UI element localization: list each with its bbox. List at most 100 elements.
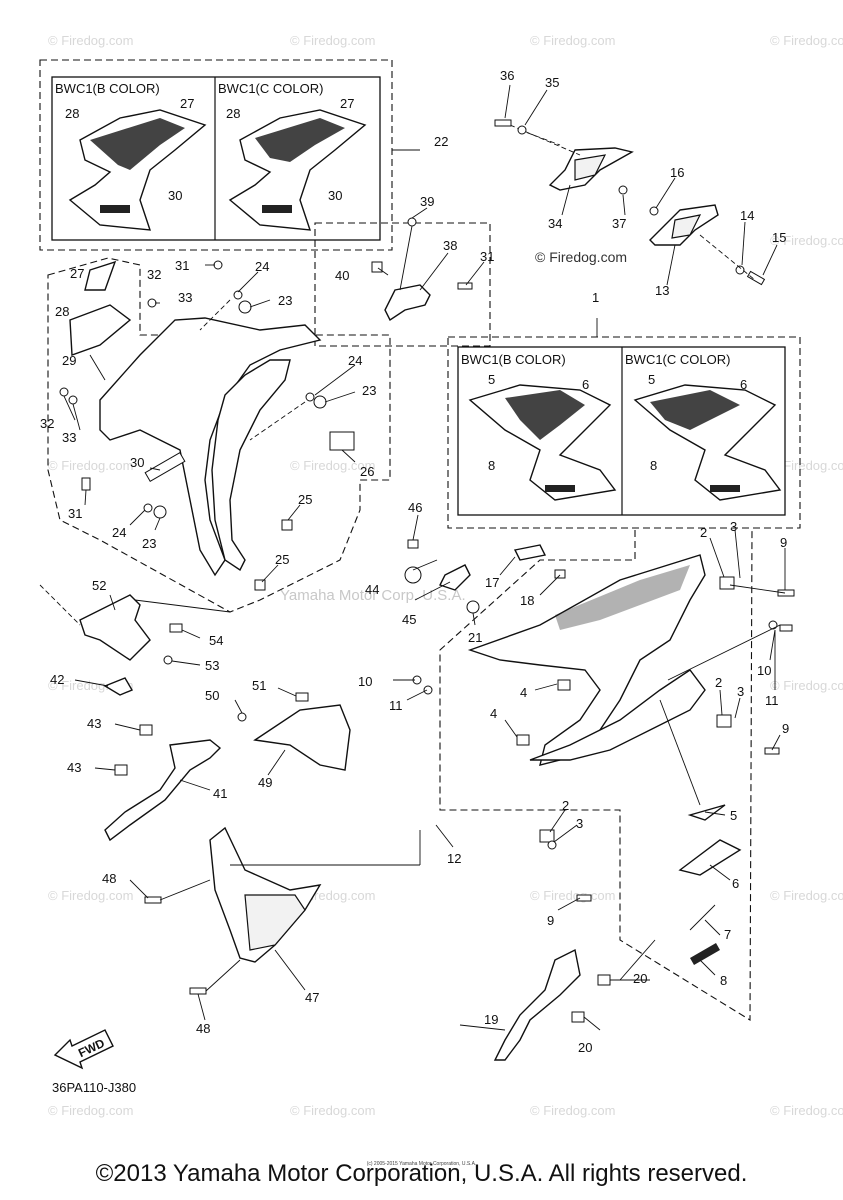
- callout: 30: [328, 188, 342, 203]
- callout: 52: [92, 578, 106, 593]
- watermark: © Firedog.com: [290, 33, 375, 48]
- callout: 45: [402, 612, 416, 627]
- callout: 24: [112, 525, 126, 540]
- callouts: 22 1 36 35 34 37 16 14 15 13 39 38 40 31…: [40, 68, 789, 1055]
- watermark: © Firedog.com: [530, 33, 615, 48]
- center-watermark: Yamaha Motor Corp. U.S.A.: [280, 587, 466, 604]
- callout: 36: [500, 68, 514, 83]
- callout: 33: [62, 430, 76, 445]
- watermark: © Firedog.com: [770, 233, 843, 248]
- inset-top-b-color: BWC1(B COLOR): [55, 81, 160, 96]
- callout: 35: [545, 75, 559, 90]
- callout: 8: [720, 973, 727, 988]
- callout: 31: [68, 506, 82, 521]
- watermark: © Firedog.com: [530, 888, 615, 903]
- callout: 28: [55, 304, 69, 319]
- callout: 39: [420, 194, 434, 209]
- inset-right-c-color: BWC1(C COLOR): [625, 352, 730, 367]
- upper-cowling: [47, 257, 391, 613]
- inset-top-c-color: BWC1(C COLOR): [218, 81, 323, 96]
- callout: 23: [362, 383, 376, 398]
- callout: 27: [180, 96, 194, 111]
- callout: 27: [70, 266, 84, 281]
- callout: 43: [67, 760, 81, 775]
- callout: 23: [142, 536, 156, 551]
- watermark: © Firedog.com: [48, 888, 133, 903]
- callout: 11: [765, 693, 779, 708]
- callout: 16: [670, 165, 684, 180]
- callout: 4: [520, 685, 527, 700]
- callout: 7: [724, 927, 731, 942]
- callout: 46: [408, 500, 422, 515]
- callout: 49: [258, 775, 272, 790]
- watermark: © Firedog.com: [770, 888, 843, 903]
- callout: 8: [650, 458, 657, 473]
- stay-19: [459, 939, 656, 1061]
- callout: 25: [275, 552, 289, 567]
- mirror-assembly: [494, 119, 766, 286]
- callout: 6: [740, 377, 747, 392]
- callout: 34: [548, 216, 562, 231]
- inset-top-left: BWC1(B COLOR) BWC1(C COLOR): [39, 59, 420, 251]
- callout: 5: [488, 372, 495, 387]
- callout: 12: [447, 851, 461, 866]
- lower-brackets: [39, 584, 351, 842]
- watermark: © Firedog.com: [290, 1103, 375, 1118]
- callout: 13: [655, 283, 669, 298]
- watermark: © Firedog.com: [770, 458, 843, 473]
- inset-right-b-color: BWC1(B COLOR): [461, 352, 566, 367]
- callout: 22: [434, 134, 448, 149]
- callout: 8: [488, 458, 495, 473]
- watermark: © Firedog.com: [770, 678, 843, 693]
- callout: 23: [278, 293, 292, 308]
- callout: 53: [205, 658, 219, 673]
- callout: 20: [578, 1040, 592, 1055]
- callout: 14: [740, 208, 754, 223]
- callout: 9: [782, 721, 789, 736]
- firedog-label: © Firedog.com: [535, 249, 627, 265]
- callout: 30: [130, 455, 144, 470]
- callout: 15: [772, 230, 786, 245]
- callout: 17: [485, 575, 499, 590]
- callout: 6: [582, 377, 589, 392]
- callout: 42: [50, 672, 64, 687]
- callout: 43: [87, 716, 101, 731]
- callout: 32: [147, 267, 161, 282]
- callout: 2: [700, 525, 707, 540]
- callout: 9: [780, 535, 787, 550]
- lower-fairing: [144, 826, 421, 995]
- watermark: © Firedog.com: [48, 1103, 133, 1118]
- callout: 40: [335, 268, 349, 283]
- callout: 21: [468, 630, 482, 645]
- callout: 28: [226, 106, 240, 121]
- callout: 6: [732, 876, 739, 891]
- callout: 37: [612, 216, 626, 231]
- inset-right: BWC1(B COLOR) BWC1(C COLOR): [447, 318, 801, 529]
- callout: 2: [715, 675, 722, 690]
- bracket-38: [314, 217, 491, 347]
- callout: 48: [196, 1021, 210, 1036]
- callout: 26: [360, 464, 374, 479]
- callout: 11: [389, 698, 403, 713]
- callout: 27: [340, 96, 354, 111]
- watermark: © Firedog.com: [48, 33, 133, 48]
- callout: 31: [480, 249, 494, 264]
- callout: 20: [633, 971, 647, 986]
- callout: 51: [252, 678, 266, 693]
- callout: 5: [648, 372, 655, 387]
- callout: 28: [65, 106, 79, 121]
- callout: 32: [40, 416, 54, 431]
- callout: 31: [175, 258, 189, 273]
- callout: 54: [209, 633, 223, 648]
- small-copyright: (c) 2005-2015 Yamaha Motor Corporation, …: [366, 1161, 477, 1167]
- watermark: © Firedog.com: [770, 1103, 843, 1118]
- callout: 29: [62, 353, 76, 368]
- callout: 38: [443, 238, 457, 253]
- watermark: © Firedog.com: [530, 1103, 615, 1118]
- callout: 30: [168, 188, 182, 203]
- callout: 9: [547, 913, 554, 928]
- callout: 44: [365, 582, 379, 597]
- callout: 18: [520, 593, 534, 608]
- callout: 24: [255, 259, 269, 274]
